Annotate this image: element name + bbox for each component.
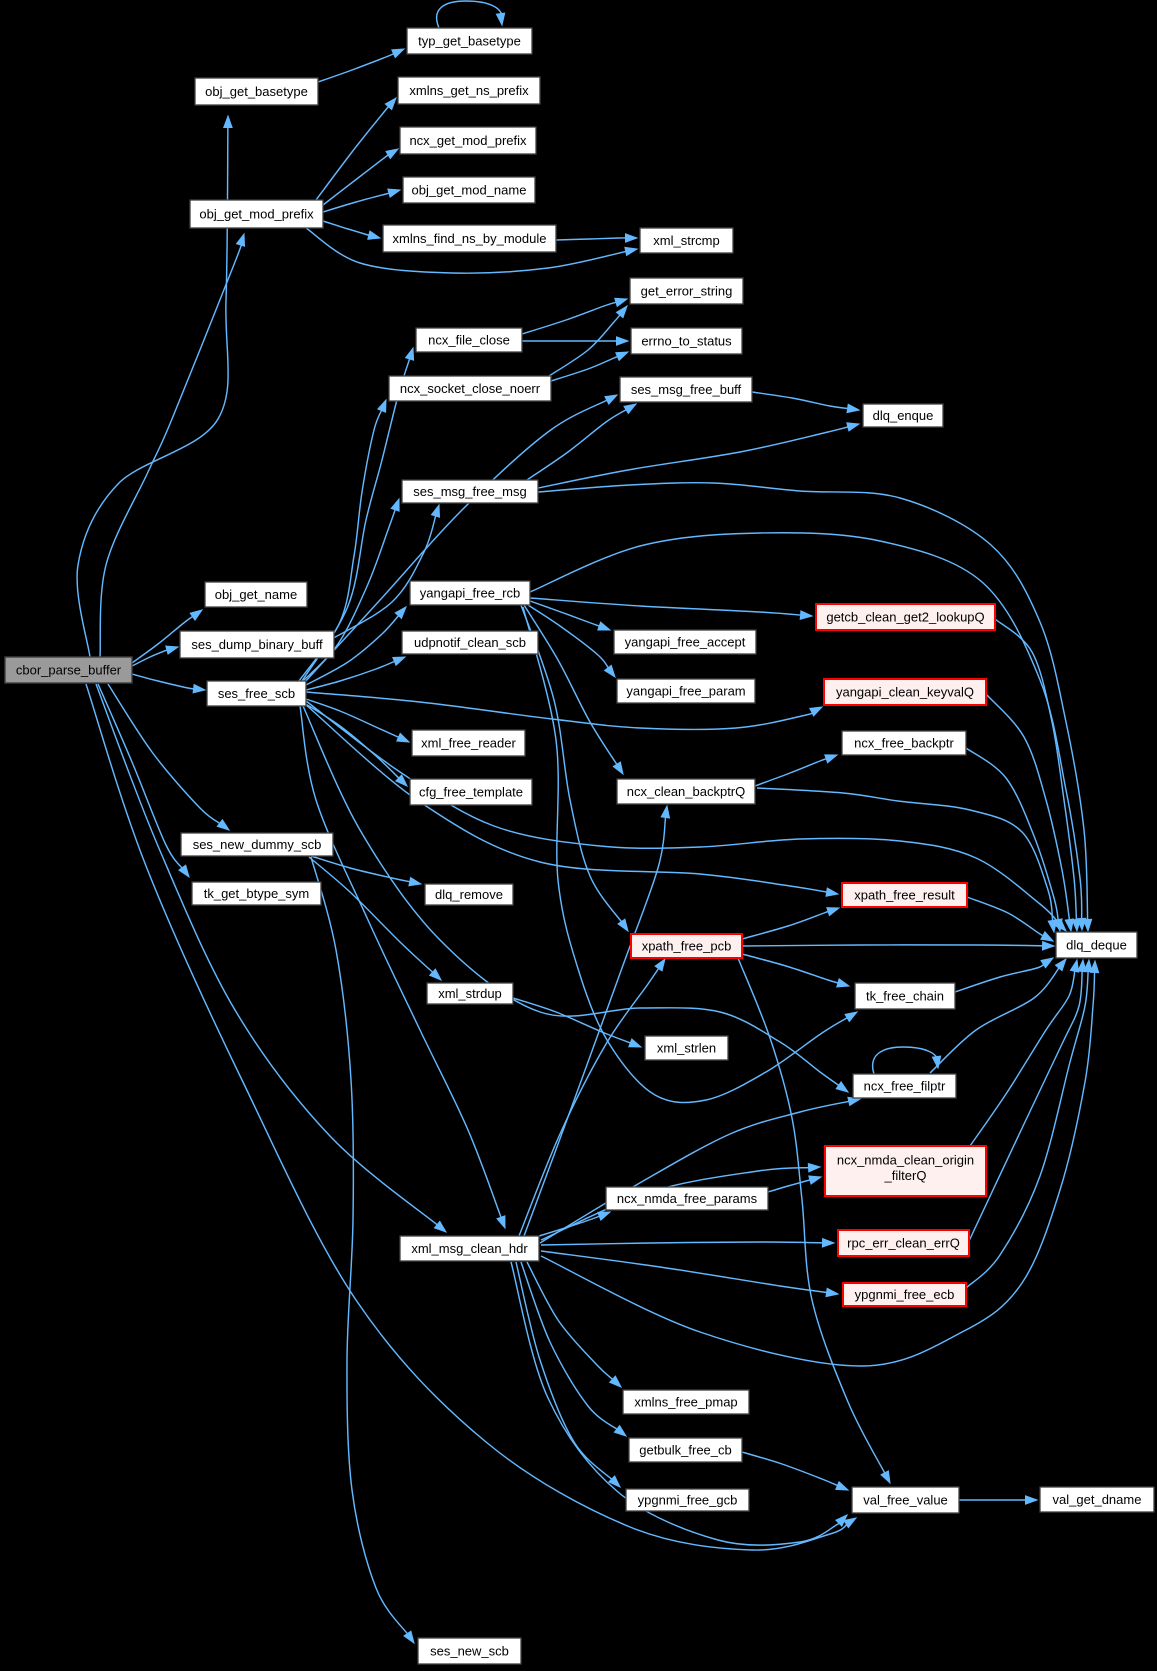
svg-text:getbulk_free_cb: getbulk_free_cb	[639, 1443, 732, 1458]
svg-text:xml_strcmp: xml_strcmp	[653, 233, 719, 248]
svg-text:ypgnmi_free_ecb: ypgnmi_free_ecb	[855, 1287, 955, 1302]
svg-text:ses_free_scb: ses_free_scb	[218, 686, 295, 701]
svg-text:ncx_free_backptr: ncx_free_backptr	[854, 736, 954, 751]
svg-text:ypgnmi_free_gcb: ypgnmi_free_gcb	[638, 1493, 738, 1508]
svg-text:ncx_clean_backptrQ: ncx_clean_backptrQ	[627, 784, 746, 799]
svg-text:ncx_nmda_clean_origin: ncx_nmda_clean_origin	[837, 1153, 974, 1168]
svg-text:yangapi_free_rcb: yangapi_free_rcb	[420, 586, 520, 601]
svg-text:ncx_file_close: ncx_file_close	[428, 333, 510, 348]
svg-text:tk_free_chain: tk_free_chain	[866, 989, 944, 1004]
svg-text:val_get_dname: val_get_dname	[1053, 1492, 1142, 1507]
svg-text:_filterQ: _filterQ	[884, 1168, 927, 1183]
svg-text:yangapi_clean_keyvalQ: yangapi_clean_keyvalQ	[836, 685, 974, 700]
svg-text:ncx_socket_close_noerr: ncx_socket_close_noerr	[400, 381, 541, 396]
svg-text:xml_msg_clean_hdr: xml_msg_clean_hdr	[411, 1241, 528, 1256]
svg-text:xmlns_free_pmap: xmlns_free_pmap	[634, 1395, 737, 1410]
svg-text:ses_msg_free_buff: ses_msg_free_buff	[631, 382, 742, 397]
svg-text:xmlns_find_ns_by_module: xmlns_find_ns_by_module	[393, 231, 547, 246]
svg-text:ses_new_scb: ses_new_scb	[430, 1644, 509, 1659]
svg-text:ses_dump_binary_buff: ses_dump_binary_buff	[191, 637, 323, 652]
svg-text:ncx_free_filptr: ncx_free_filptr	[864, 1079, 946, 1094]
svg-text:yangapi_free_param: yangapi_free_param	[626, 684, 745, 699]
svg-text:udpnotif_clean_scb: udpnotif_clean_scb	[414, 635, 526, 650]
svg-text:get_error_string: get_error_string	[641, 284, 733, 299]
svg-text:typ_get_basetype: typ_get_basetype	[418, 34, 521, 49]
svg-text:ses_msg_free_msg: ses_msg_free_msg	[413, 484, 526, 499]
svg-text:xpath_free_result: xpath_free_result	[854, 888, 955, 903]
svg-text:errno_to_status: errno_to_status	[641, 334, 732, 349]
svg-text:cbor_parse_buffer: cbor_parse_buffer	[16, 663, 122, 678]
svg-text:ncx_nmda_free_params: ncx_nmda_free_params	[617, 1191, 758, 1206]
svg-text:xml_strdup: xml_strdup	[438, 986, 502, 1001]
svg-text:tk_get_btype_sym: tk_get_btype_sym	[204, 886, 310, 901]
svg-text:xpath_free_pcb: xpath_free_pcb	[642, 939, 732, 954]
svg-text:getcb_clean_get2_lookupQ: getcb_clean_get2_lookupQ	[826, 610, 984, 625]
svg-text:val_free_value: val_free_value	[863, 1493, 948, 1508]
svg-text:obj_get_basetype: obj_get_basetype	[205, 84, 308, 99]
svg-text:obj_get_name: obj_get_name	[215, 587, 297, 602]
svg-text:xmlns_get_ns_prefix: xmlns_get_ns_prefix	[409, 83, 529, 98]
svg-text:yangapi_free_accept: yangapi_free_accept	[625, 635, 746, 650]
svg-text:rpc_err_clean_errQ: rpc_err_clean_errQ	[847, 1236, 960, 1251]
svg-text:ses_new_dummy_scb: ses_new_dummy_scb	[193, 837, 322, 852]
svg-text:dlq_deque: dlq_deque	[1066, 938, 1127, 953]
svg-text:obj_get_mod_prefix: obj_get_mod_prefix	[199, 207, 314, 222]
svg-text:cfg_free_template: cfg_free_template	[419, 785, 523, 800]
svg-text:xml_free_reader: xml_free_reader	[421, 736, 516, 751]
svg-text:ncx_get_mod_prefix: ncx_get_mod_prefix	[409, 133, 527, 148]
svg-text:dlq_enque: dlq_enque	[873, 408, 934, 423]
svg-text:obj_get_mod_name: obj_get_mod_name	[412, 183, 527, 198]
svg-text:dlq_remove: dlq_remove	[435, 887, 503, 902]
svg-text:xml_strlen: xml_strlen	[657, 1041, 716, 1056]
